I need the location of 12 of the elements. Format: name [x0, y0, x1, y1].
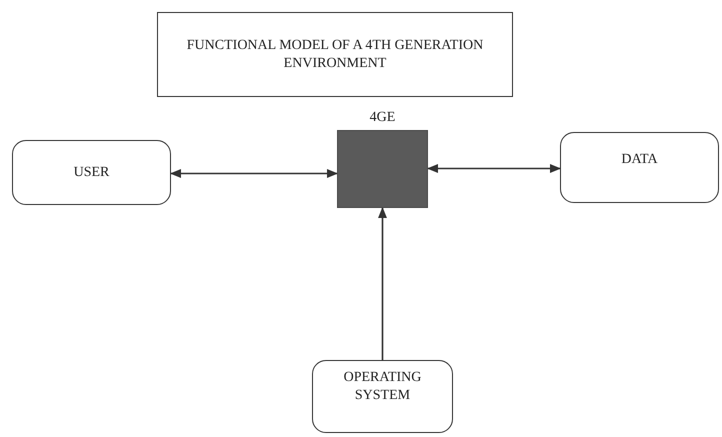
node-label: OPERATING SYSTEM: [342, 369, 422, 404]
node-label: 4GE: [368, 109, 396, 126]
node-label: USER: [74, 164, 110, 182]
arrow: [378, 206, 387, 360]
arrow: [170, 169, 338, 178]
process-box: [560, 132, 719, 203]
process-box: [12, 140, 171, 205]
title-box: [157, 12, 513, 97]
arrow: [426, 164, 562, 173]
process-box: [312, 360, 453, 433]
node-label: DATA: [621, 151, 658, 168]
node-label: FUNCTIONAL MODEL OF A 4TH GENERATION ENVIRONMENT: [186, 37, 484, 72]
